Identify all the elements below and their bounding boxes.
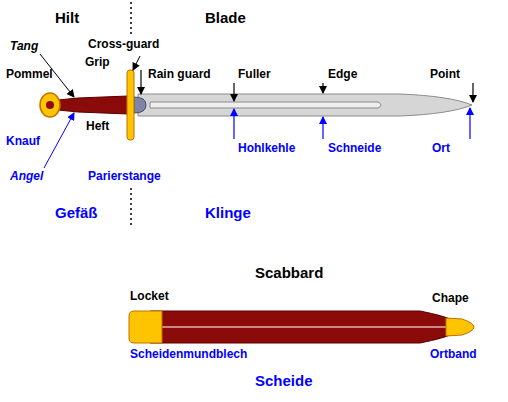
part-name-german: Ortband xyxy=(430,348,477,361)
part-name-german: Scheidenmundblech xyxy=(130,348,247,361)
part-name: Point xyxy=(430,68,460,81)
fuller xyxy=(150,102,381,108)
section-heading-german: Klinge xyxy=(205,205,251,222)
part-name: Cross-guard xyxy=(88,38,159,51)
leader-line xyxy=(233,83,234,101)
part-name-german: Schneide xyxy=(328,142,381,155)
divider-line xyxy=(130,188,132,228)
part-name-german: Ort xyxy=(432,142,450,155)
part-name-german: Hohlkehle xyxy=(238,142,295,155)
leader-line xyxy=(133,56,140,70)
part-name: Locket xyxy=(130,290,169,303)
part-name: Pommel xyxy=(6,68,53,81)
section-heading: Hilt xyxy=(55,10,79,27)
leader-line xyxy=(44,113,74,168)
section-heading-german: Gefäß xyxy=(55,205,98,222)
pommel xyxy=(40,93,60,117)
section-heading-german: Scheide xyxy=(255,373,313,390)
part-name-german: Parierstange xyxy=(88,170,161,183)
divider-line xyxy=(130,2,132,34)
part-name: Tang xyxy=(10,40,38,53)
part-name: Rain guard xyxy=(148,68,211,81)
chape xyxy=(446,318,474,336)
leader-line xyxy=(140,70,141,94)
leader-line xyxy=(472,83,473,102)
locket xyxy=(129,311,162,343)
scabbard xyxy=(150,311,452,343)
rain-guard xyxy=(134,97,146,113)
leader-line xyxy=(233,109,234,139)
blade xyxy=(138,94,472,116)
part-name: Edge xyxy=(328,68,357,81)
section-heading: Blade xyxy=(205,10,246,27)
leader-line xyxy=(322,83,323,93)
cross-guard xyxy=(127,70,134,140)
leader-line xyxy=(322,117,323,139)
part-name: Grip xyxy=(85,56,110,69)
grip xyxy=(58,96,128,114)
part-name-german: Knauf xyxy=(6,135,40,148)
section-heading: Scabbard xyxy=(255,265,323,282)
pommel-rivet xyxy=(46,101,54,109)
part-name-german: Angel xyxy=(10,170,43,183)
leader-line xyxy=(469,108,470,139)
part-name: Fuller xyxy=(238,68,271,81)
part-name: Chape xyxy=(432,292,469,305)
part-name: Heft xyxy=(86,120,109,133)
scabbard-seam xyxy=(160,326,448,328)
